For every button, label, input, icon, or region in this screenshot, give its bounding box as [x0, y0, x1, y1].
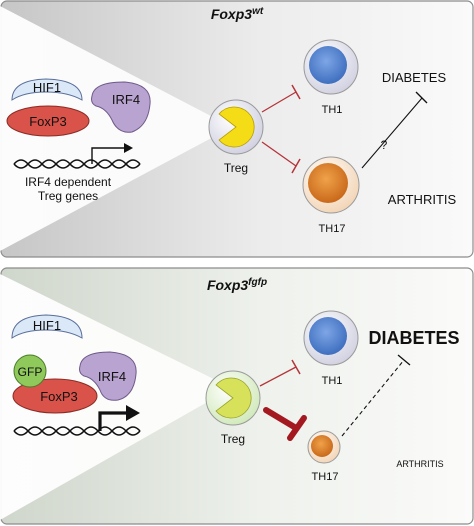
- treg-label: Treg: [224, 161, 248, 175]
- arthritis-label-fgfp: ARTHRITIS: [396, 459, 443, 469]
- th1-label-fgfp: TH1: [322, 375, 343, 387]
- arthritis-label: ARTHRITIS: [388, 192, 457, 207]
- panel-title-fgfp: Foxp3fgfp: [207, 277, 267, 293]
- inhibit-treg-th17: [261, 141, 301, 174]
- hif1-label: HIF1: [33, 80, 61, 95]
- th1-label: TH1: [322, 104, 343, 116]
- foxp3-label-fgfp: FoxP3: [40, 389, 78, 404]
- irf4-label-fgfp: IRF4: [98, 369, 126, 384]
- inhibit-treg-th1-fgfp: [259, 359, 301, 387]
- diabetes-label: DIABETES: [382, 70, 447, 85]
- th17-cell-fgfp: [307, 430, 341, 464]
- dna-helix: [13, 159, 141, 169]
- irf4-label: IRF4: [112, 92, 140, 107]
- th17-label: TH17: [319, 223, 346, 235]
- th17-label-fgfp: TH17: [312, 471, 339, 483]
- panel-wildtype: Foxp3wt HIF1 IRF4 FoxP3 IRF4 dependent T…: [0, 0, 474, 258]
- inhibit-th17-diabetes: [361, 91, 428, 169]
- foxp3-protein: FoxP3: [6, 105, 90, 137]
- transcription-arrowhead: [124, 143, 133, 153]
- inhibit-th17-diabetes-fgfp: [341, 354, 411, 437]
- hif1-protein-fgfp: HIF1: [11, 314, 83, 339]
- gfp-protein: GFP: [13, 354, 47, 388]
- gfp-label: GFP: [18, 365, 43, 379]
- irf4-protein-fgfp: IRF4: [79, 351, 137, 401]
- foxp3-protein-fgfp: FoxP3: [12, 378, 98, 414]
- treg-cell: [208, 99, 264, 155]
- foxp3-label: FoxP3: [29, 114, 67, 129]
- th1-cell-fgfp: [303, 310, 359, 366]
- hif1-protein: HIF1: [11, 78, 83, 101]
- dna-caption-line2: Treg genes: [38, 189, 98, 203]
- transcription-arrowhead-fgfp: [126, 405, 140, 421]
- treg-label-fgfp: Treg: [221, 432, 245, 446]
- inhibit-treg-th1: [261, 84, 301, 113]
- dna-helix-fgfp: [13, 426, 141, 436]
- hif1-label-fgfp: HIF1: [33, 318, 61, 333]
- dna-caption-line1: IRF4 dependent: [25, 175, 112, 189]
- transcription-arrow-fgfp: [98, 411, 128, 431]
- transcription-arrow: [91, 147, 124, 164]
- treg-cell-fgfp: [205, 370, 261, 426]
- light-beam: [0, 6, 232, 251]
- panel-fgfp: Foxp3fgfp HIF1 IRF4 FoxP3 GFP Treg: [0, 267, 474, 525]
- irf4-protein: IRF4: [91, 81, 151, 133]
- diabetes-label-fgfp: DIABETES: [368, 328, 459, 348]
- th17-cell: [302, 156, 360, 214]
- th1-cell: [303, 39, 359, 95]
- inhibit-treg-th17-strong: [263, 407, 307, 441]
- question-mark: ?: [381, 138, 388, 152]
- panel-title: Foxp3wt: [211, 6, 264, 22]
